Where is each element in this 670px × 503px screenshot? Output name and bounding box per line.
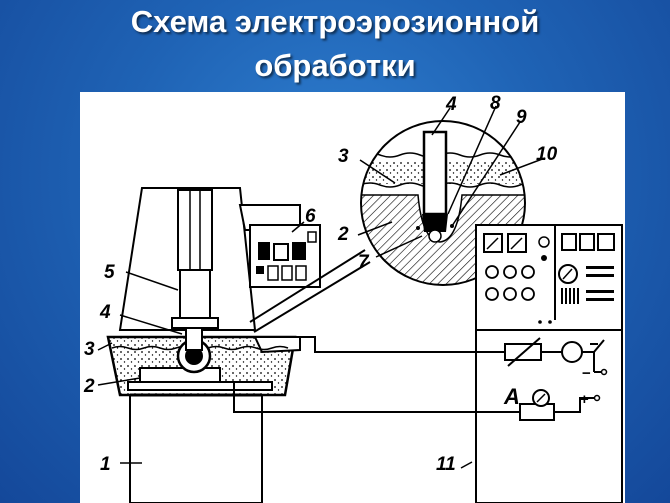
- label-3: 3: [84, 339, 95, 360]
- label-1: 1: [100, 454, 111, 475]
- work-tank: [106, 327, 301, 397]
- label-leaders: [97, 221, 473, 469]
- inset-label-2: 2: [337, 224, 349, 245]
- ammeter-label: A: [503, 384, 520, 409]
- label-4: 4: [99, 302, 111, 323]
- inset-label-4: 4: [445, 94, 457, 115]
- control-box-6: [249, 224, 321, 288]
- page-title-line-2: обработки: [254, 48, 416, 83]
- label-6: 6: [305, 206, 316, 227]
- inset-label-3: 3: [338, 146, 349, 167]
- label-2: 2: [83, 376, 95, 397]
- minus-terminal-label: −: [582, 365, 591, 382]
- plus-terminal-label: +: [580, 391, 589, 408]
- spindle-head: [171, 269, 219, 329]
- electric-circuit: [233, 336, 608, 421]
- label-11: 11: [436, 454, 456, 475]
- label-5: 5: [104, 262, 115, 283]
- projection-lines: [249, 249, 371, 333]
- page-title-line-1: Схема электроэрозионной: [130, 4, 540, 39]
- label-10: 10: [536, 144, 558, 165]
- machine-column: [118, 187, 301, 331]
- label-7: 7: [358, 252, 370, 273]
- generator-cabinet: [475, 224, 623, 503]
- label-8: 8: [490, 93, 501, 114]
- label-9: 9: [516, 107, 527, 128]
